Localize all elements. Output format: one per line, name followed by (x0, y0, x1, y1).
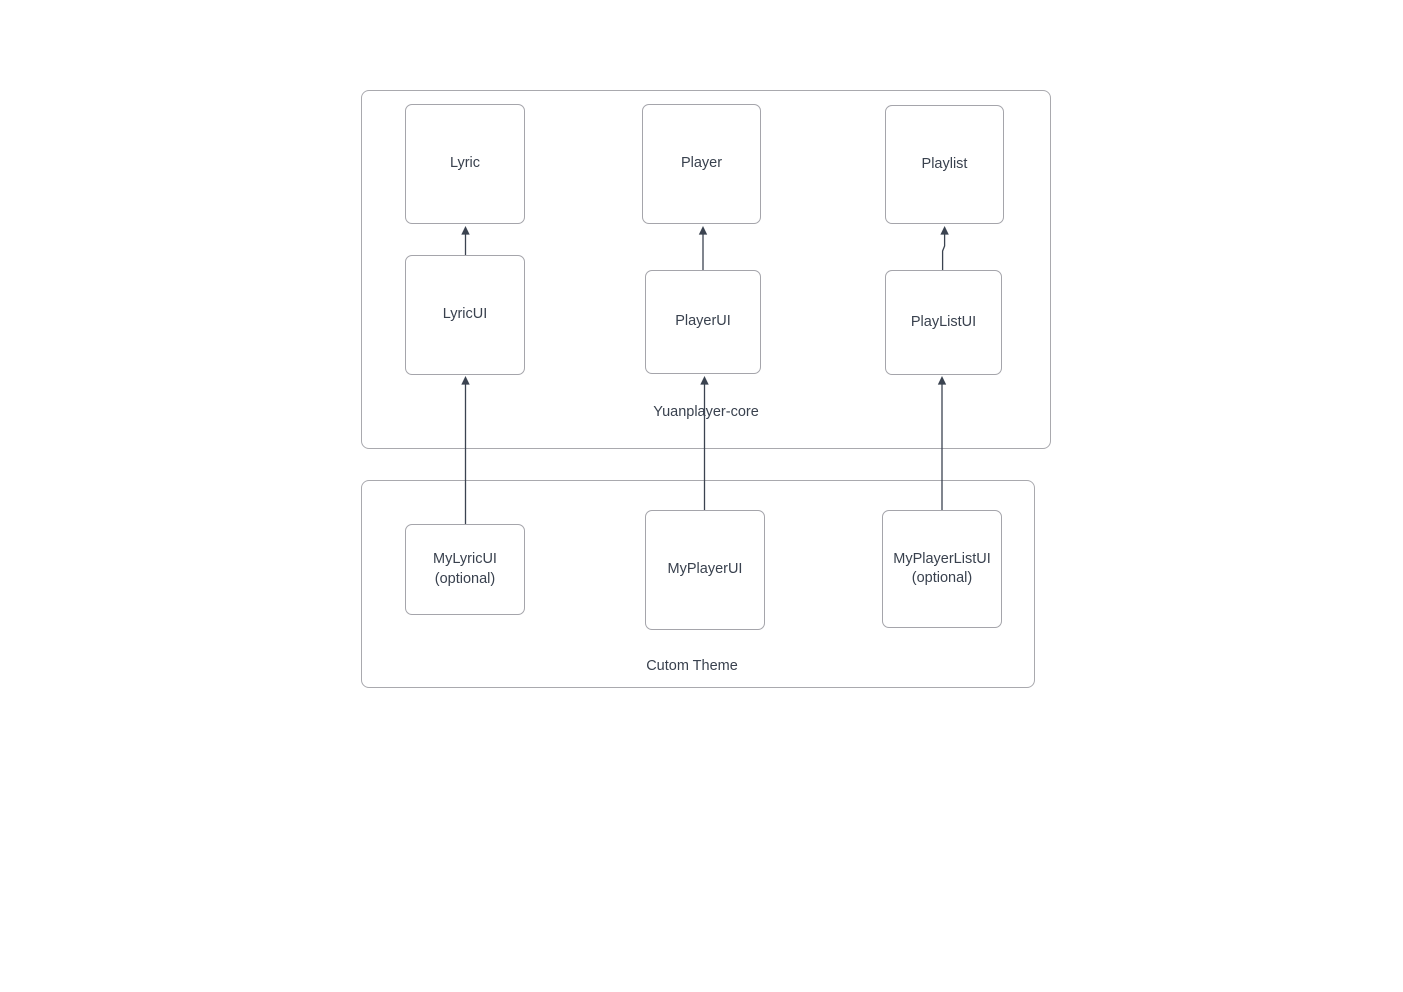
node-label-my-lyric-ui: MyLyricUI (optional) (433, 551, 497, 587)
container-label-custom-theme: Cutom Theme (646, 658, 738, 674)
node-label-my-player-list-ui: MyPlayerListUI (optional) (893, 550, 991, 587)
node-my-lyric-ui: MyLyricUI (optional) (405, 524, 525, 615)
node-label-playlist: Playlist (921, 155, 968, 172)
container-custom-theme: Cutom Theme (361, 480, 1035, 688)
node-player-ui: PlayerUI (645, 270, 761, 374)
node-label-player-ui: PlayerUI (675, 313, 731, 330)
node-label-my-player-ui: MyPlayerUI (667, 561, 743, 578)
node-lyric-ui: LyricUI (405, 255, 525, 375)
node-label-lyric-ui: LyricUI (442, 306, 488, 323)
node-playlist: Playlist (885, 105, 1004, 224)
node-label-player: Player (680, 155, 723, 172)
node-lyric: Lyric (405, 104, 525, 224)
node-my-player-ui: MyPlayerUI (645, 510, 765, 630)
node-player: Player (642, 104, 761, 224)
container-yuanplayer-core: Yuanplayer-core (361, 90, 1051, 449)
container-label-yuanplayer-core: Yuanplayer-core (653, 404, 759, 420)
node-label-lyric: Lyric (449, 155, 481, 172)
node-playlist-ui: PlayListUI (885, 270, 1002, 375)
node-label-playlist-ui: PlayListUI (910, 313, 977, 330)
node-my-player-list-ui: MyPlayerListUI (optional) (882, 510, 1002, 628)
